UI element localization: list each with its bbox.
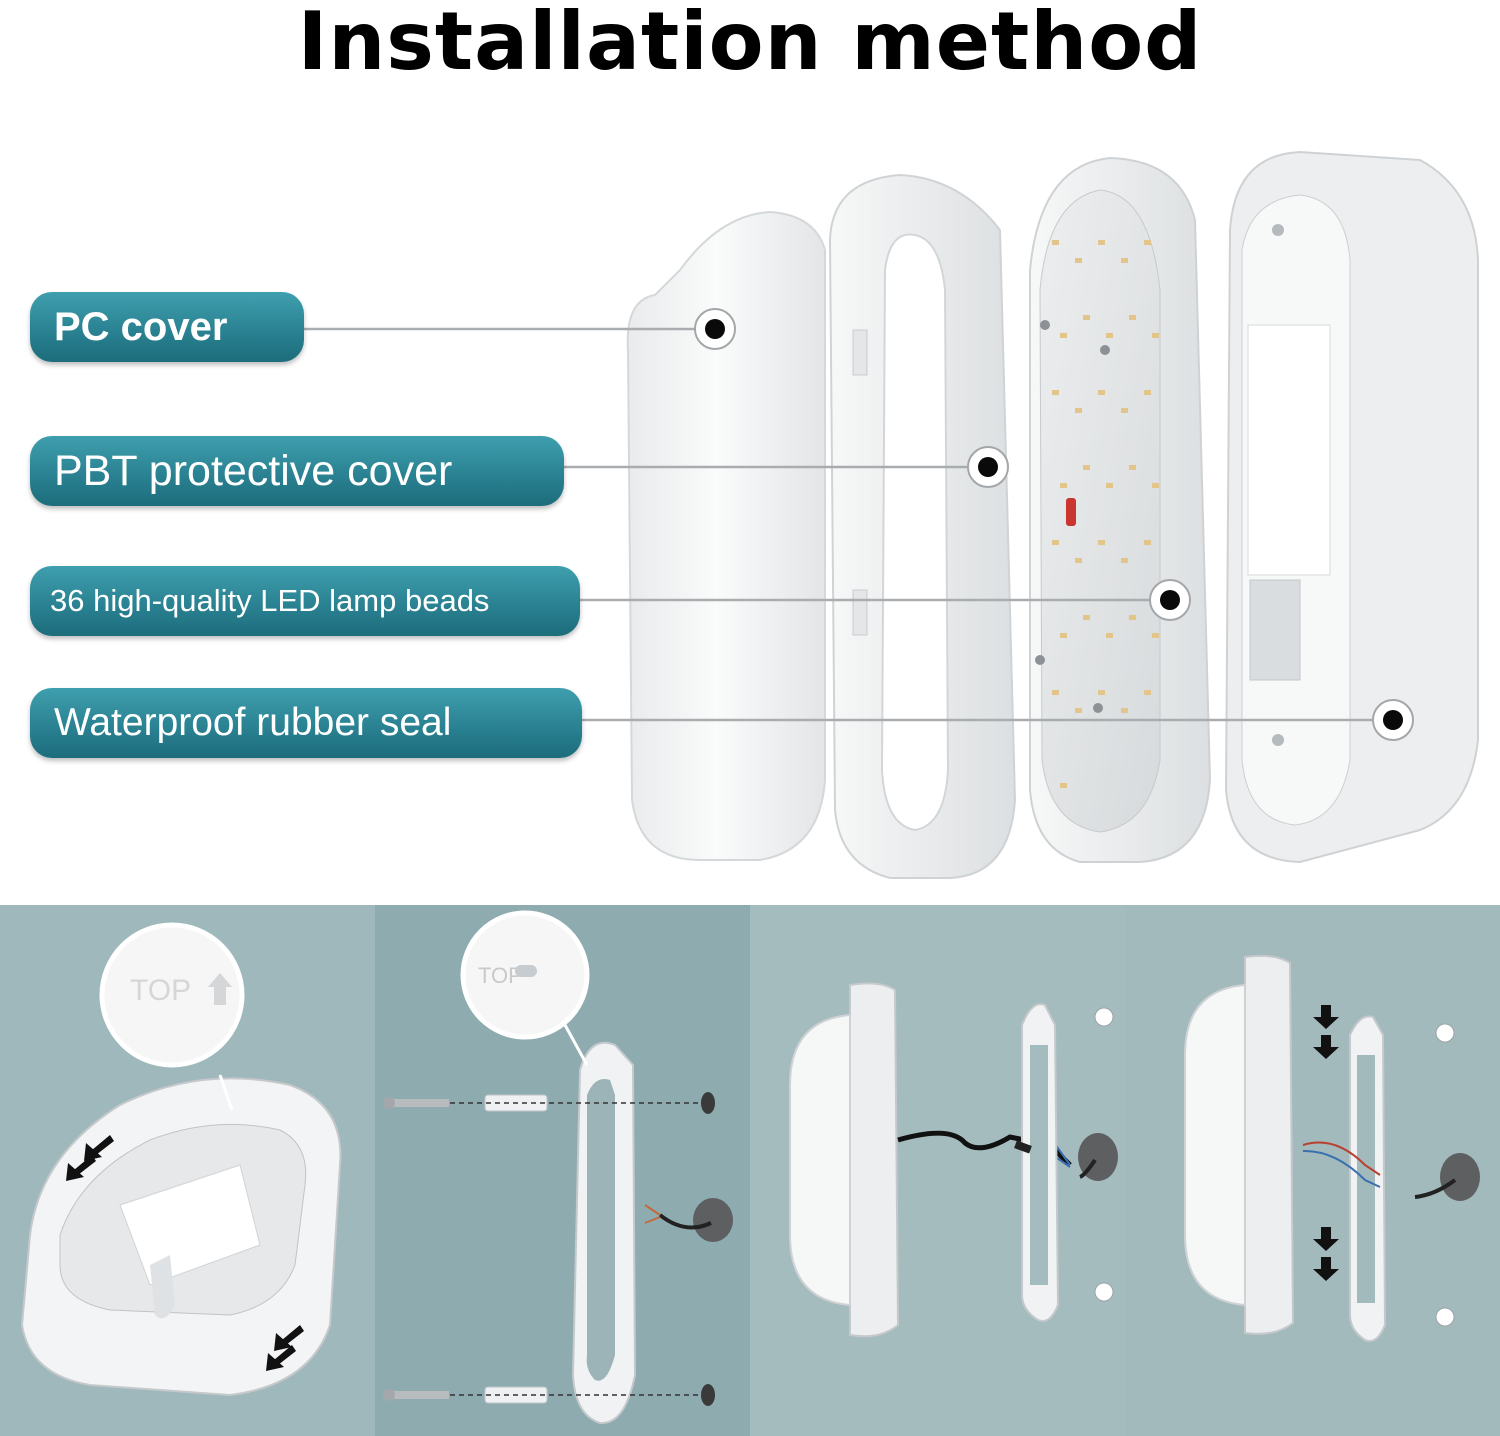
label-waterproof-rubber-seal: Waterproof rubber seal — [30, 688, 582, 758]
led-bead-icon — [1098, 690, 1105, 695]
screw-icon — [383, 1097, 449, 1401]
led-bead-icon — [1075, 408, 1082, 413]
led-bead-icon — [1075, 258, 1082, 263]
arrow-up-icon — [208, 973, 232, 1005]
led-bead-icon — [1121, 558, 1128, 563]
wall-anchor-icon — [484, 1094, 548, 1404]
led-bead-icon — [1075, 708, 1082, 713]
step-4-illustration — [1184, 954, 1480, 1342]
label-pc-cover: PC cover — [30, 292, 304, 362]
label-led-lamp-beads: 36 high-quality LED lamp beads — [30, 566, 580, 636]
pbt-cover-part — [828, 173, 1017, 879]
callout-markers — [694, 308, 1414, 741]
led-bead-icon — [1052, 690, 1059, 695]
led-board-part — [1029, 156, 1212, 863]
led-bead-icon — [1060, 483, 1067, 488]
led-bead-icon — [1129, 465, 1136, 470]
base-housing-part — [1224, 150, 1479, 864]
led-bead-icon — [1106, 333, 1113, 338]
label-pbt-protective-cover: PBT protective cover — [30, 436, 564, 506]
led-bead-icon — [1052, 390, 1059, 395]
led-bead-icon — [1144, 540, 1151, 545]
switch-icon — [1066, 498, 1076, 526]
led-bead-icon — [1144, 690, 1151, 695]
top-marker-text-1: TOP — [130, 974, 191, 1007]
wall-hole-icon — [1440, 1153, 1480, 1201]
led-bead-icon — [1152, 633, 1159, 638]
arrow-in-icon — [66, 1135, 304, 1371]
led-bead-icon — [1083, 465, 1090, 470]
led-bead-icon — [1098, 390, 1105, 395]
led-bead-icon — [1106, 483, 1113, 488]
led-bead-icon — [1106, 633, 1113, 638]
led-bead-icon — [1144, 390, 1151, 395]
led-bead-icon — [1083, 315, 1090, 320]
step-2-illustration: TOP — [383, 910, 733, 1425]
led-bead-icon — [1083, 615, 1090, 620]
step-panel-4 — [1125, 905, 1500, 1436]
step-1-illustration: TOP — [20, 922, 342, 1397]
led-bead-icon — [1121, 408, 1128, 413]
led-bead-icon — [1129, 615, 1136, 620]
step-3-illustration — [789, 982, 1118, 1338]
led-bead-icon — [1098, 540, 1105, 545]
led-bead-icon — [1075, 558, 1082, 563]
page-title: Installation method — [297, 0, 1203, 88]
step-panel-2: TOP — [375, 905, 750, 1436]
led-bead-icon — [1152, 483, 1159, 488]
led-bead-icon — [1060, 783, 1067, 788]
led-bead-icon — [1060, 333, 1067, 338]
led-bead-icon — [1060, 633, 1067, 638]
led-bead-icon — [1152, 333, 1159, 338]
led-bead-icon — [1121, 258, 1128, 263]
arrow-down-icon — [1313, 1005, 1339, 1281]
step-panel-3 — [750, 905, 1125, 1436]
step-panel-1: TOP — [0, 905, 375, 1436]
exploded-product-illustration — [304, 150, 1479, 879]
top-marker-text-2: TOP — [478, 963, 523, 988]
led-bead-icon — [1052, 240, 1059, 245]
led-bead-icon — [1098, 240, 1105, 245]
wall-hole-icon — [693, 1198, 733, 1242]
led-bead-icon — [1121, 708, 1128, 713]
pc-cover-part — [626, 210, 826, 861]
callout-lines — [304, 327, 1378, 722]
led-bead-icon — [1129, 315, 1136, 320]
led-bead-icon — [1144, 240, 1151, 245]
led-bead-icon — [1052, 540, 1059, 545]
